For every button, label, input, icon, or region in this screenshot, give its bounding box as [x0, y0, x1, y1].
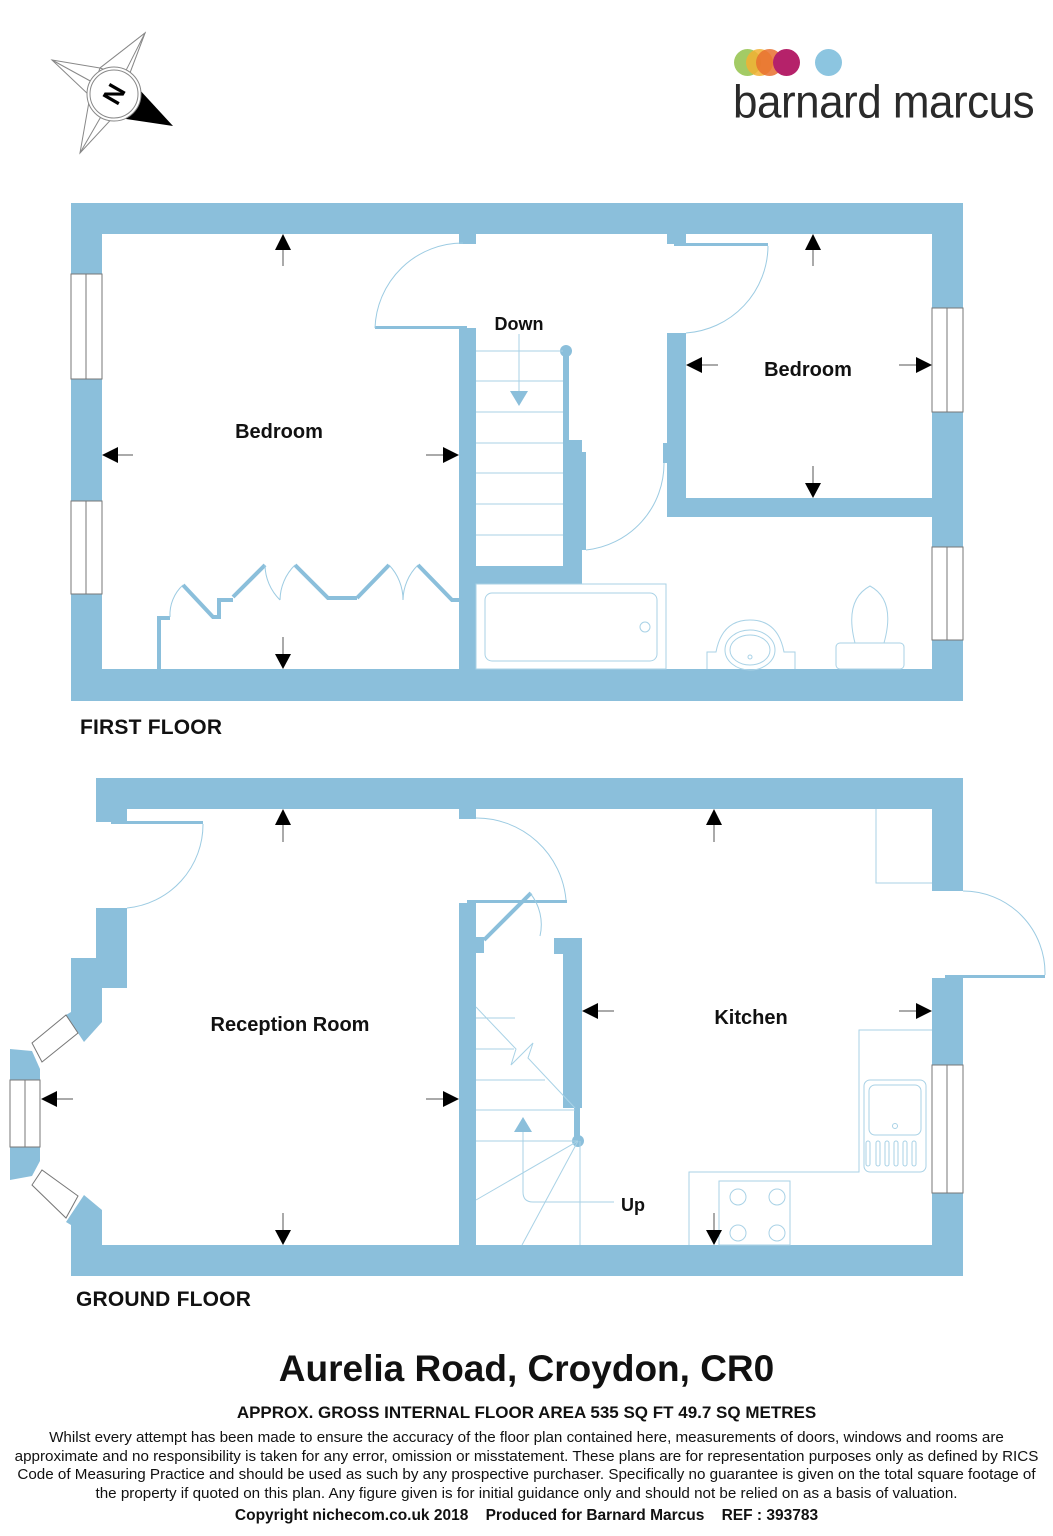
- wall: [932, 778, 963, 891]
- staircase: [475, 1006, 614, 1246]
- first-floor-label: FIRST FLOOR: [80, 716, 223, 739]
- ground-floor-plan: Reception Room Kitchen Up: [9, 778, 1046, 1276]
- wall: [667, 333, 686, 517]
- window: [85, 273, 103, 380]
- wall: [563, 346, 569, 446]
- wall: [459, 903, 476, 1245]
- kitchen-worktop: [688, 809, 932, 1245]
- floor-area: APPROX. GROSS INTERNAL FLOOR AREA 535 SQ…: [236, 1403, 817, 1422]
- disclaimer-text: Whilst every attempt has been made to en…: [14, 1429, 1039, 1502]
- wall: [667, 498, 932, 517]
- stairs-label-up: Up: [621, 1195, 645, 1215]
- wall: [111, 821, 203, 824]
- door-swing: [962, 890, 1046, 976]
- room-label-bedroom-2: Bedroom: [764, 359, 852, 381]
- dimension-arrows: [102, 234, 932, 669]
- wall: [674, 243, 768, 246]
- wall: [71, 203, 963, 234]
- door-swing: [475, 817, 567, 901]
- door-swing: [529, 892, 542, 937]
- brand-name: barnard marcus: [733, 76, 1035, 129]
- property-address-title: Aurelia Road, Croydon, CR0: [278, 1348, 775, 1389]
- cupboard-door: [482, 891, 533, 942]
- wall: [111, 809, 127, 823]
- window: [31, 1014, 79, 1063]
- logo-dot: [773, 49, 800, 76]
- window: [931, 1064, 948, 1194]
- staircase: [476, 334, 563, 536]
- dimension-arrows: [41, 809, 932, 1245]
- stairs-label-down: Down: [495, 314, 544, 334]
- wall: [71, 669, 963, 701]
- window: [946, 1064, 964, 1194]
- room-label-bedroom-1: Bedroom: [235, 421, 323, 443]
- window: [70, 500, 87, 595]
- room-label-reception-room: Reception Room: [211, 1014, 370, 1036]
- window: [70, 273, 87, 380]
- wall: [375, 326, 467, 329]
- stairs-direction-arrow: [514, 1117, 532, 1132]
- window: [946, 307, 964, 413]
- wall: [563, 440, 582, 584]
- window: [9, 1079, 26, 1148]
- wall: [667, 234, 686, 244]
- wash-basin: [706, 619, 796, 671]
- wall: [459, 328, 476, 669]
- wall: [574, 1100, 580, 1142]
- wall: [459, 809, 476, 819]
- window: [31, 1169, 79, 1219]
- north-compass-icon: N: [50, 31, 173, 155]
- wall: [96, 778, 963, 809]
- wall: [945, 975, 1045, 978]
- wall: [582, 452, 586, 550]
- hob: [718, 1180, 791, 1246]
- wall: [563, 938, 582, 1108]
- door-swing: [126, 823, 204, 909]
- door-swing: [685, 245, 769, 334]
- window: [931, 546, 948, 641]
- window: [85, 500, 103, 595]
- wall: [476, 937, 484, 953]
- window: [24, 1079, 41, 1148]
- door-swing: [374, 242, 464, 329]
- stairs-direction-arrow: [510, 391, 528, 406]
- window: [946, 546, 964, 641]
- newel-post: [560, 345, 572, 357]
- copyright-line: Copyright nichecom.co.uk 2018 Produced f…: [234, 1507, 819, 1524]
- bath: [475, 583, 667, 670]
- ground-floor-label: GROUND FLOOR: [76, 1288, 252, 1311]
- bay-wall: [66, 1195, 102, 1276]
- wall: [476, 566, 582, 584]
- room-label-kitchen: Kitchen: [714, 1007, 787, 1029]
- floor-plan: Bedroom Bedroom Down: [9, 203, 1046, 1276]
- toilet: [835, 585, 905, 670]
- wall: [663, 443, 668, 463]
- bay-wall: [66, 908, 127, 1042]
- wall: [459, 234, 476, 244]
- wall: [96, 778, 111, 822]
- window: [931, 307, 948, 413]
- logo-dot: [815, 49, 842, 76]
- wall: [71, 1245, 963, 1276]
- wardrobes: [157, 563, 459, 669]
- bay-wall: [10, 1147, 40, 1180]
- kitchen-sink: [863, 1079, 927, 1173]
- bay-wall: [10, 1049, 40, 1080]
- first-floor-plan: Bedroom Bedroom Down: [70, 203, 964, 701]
- wall: [467, 900, 567, 903]
- door-swing: [585, 462, 665, 551]
